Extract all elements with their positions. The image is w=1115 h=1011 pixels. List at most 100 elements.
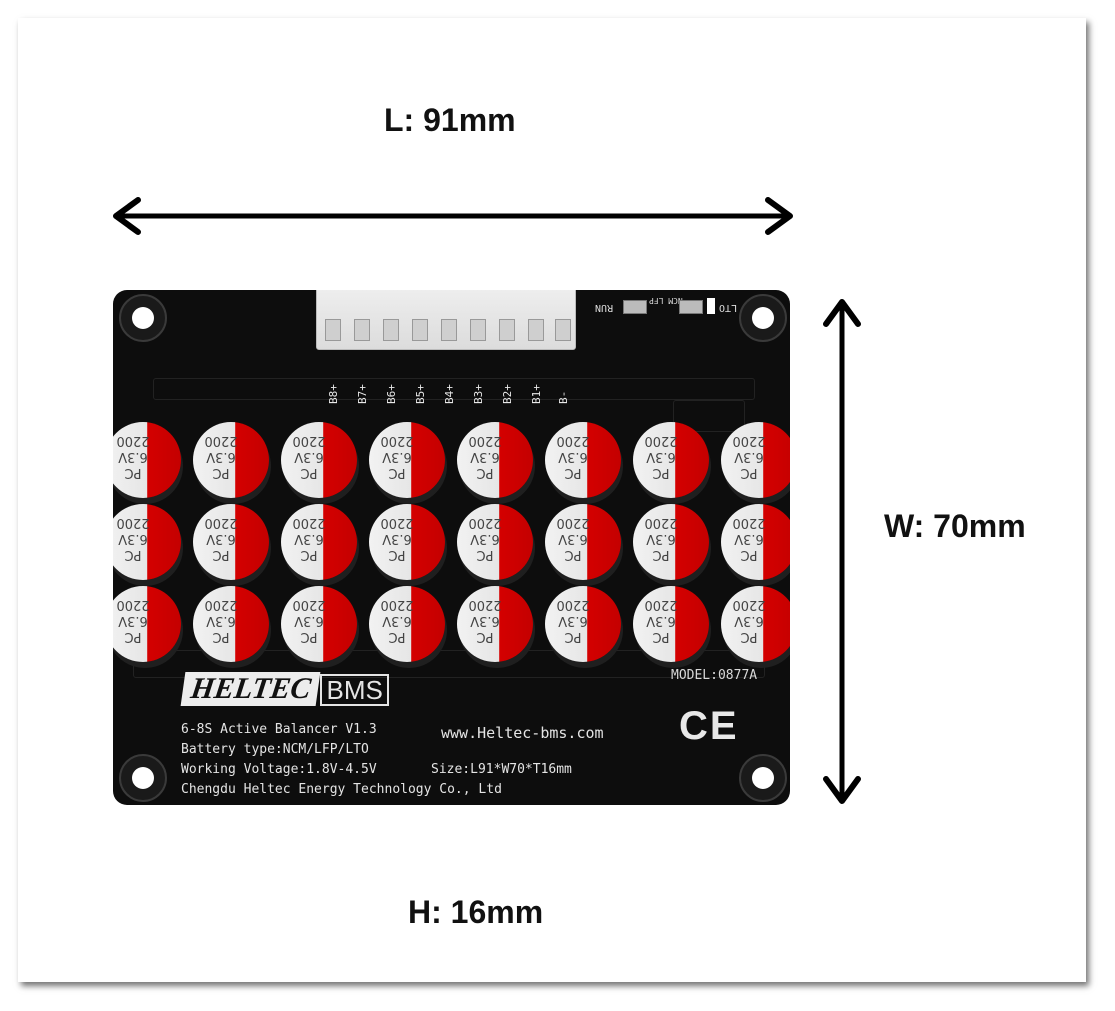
- capacitor-voltage: 6.3V: [206, 613, 236, 628]
- capacitor-capacitance: 2200: [116, 433, 150, 448]
- pin-label: B1+: [530, 384, 543, 404]
- capacitor-brand: PC: [124, 547, 142, 562]
- capacitor-voltage: 6.3V: [558, 449, 588, 464]
- capacitor-brand: PC: [124, 629, 142, 644]
- pin-label: B6+: [385, 384, 398, 404]
- capacitor-voltage: 6.3V: [734, 449, 764, 464]
- capacitor-capacitance: 2200: [116, 597, 150, 612]
- width-label: W: 70mm: [884, 508, 1026, 544]
- capacitor-brand: PC: [388, 547, 406, 562]
- capacitor-voltage: 6.3V: [382, 531, 412, 546]
- width-arrow: [823, 299, 861, 804]
- capacitor-voltage: 6.3V: [646, 531, 676, 546]
- balance-connector: [316, 290, 576, 350]
- model-number: MODEL:0877A: [671, 668, 758, 683]
- product-name: 6-8S Active Balancer V1.3: [181, 722, 377, 737]
- capacitor-brand: PC: [564, 629, 582, 644]
- connector-pin-labels: B8+ B7+ B6+ B5+ B4+ B3+ B2+ B1+ B-: [319, 370, 577, 410]
- pin-label: B3+: [472, 384, 485, 404]
- capacitor-voltage: 6.3V: [206, 449, 236, 464]
- capacitor-capacitance: 2200: [644, 597, 678, 612]
- capacitor-voltage: 6.3V: [558, 531, 588, 546]
- capacitor-brand: PC: [300, 465, 318, 480]
- ce-mark: CE: [679, 704, 739, 748]
- capacitor-brand: PC: [740, 547, 758, 562]
- capacitor-brand: PC: [300, 547, 318, 562]
- mounting-hole: [739, 294, 787, 342]
- capacitor-voltage: 6.3V: [558, 613, 588, 628]
- length-label: L: 91mm: [384, 102, 516, 138]
- capacitor-voltage: 6.3V: [470, 449, 500, 464]
- capacitor-capacitance: 2200: [204, 515, 238, 530]
- height-label: H: 16mm: [408, 894, 544, 930]
- pin-label: B5+: [414, 384, 427, 404]
- capacitor-voltage: 6.3V: [294, 531, 324, 546]
- capacitor-capacitance: 2200: [732, 433, 766, 448]
- capacitor-voltage: 6.3V: [118, 449, 148, 464]
- battery-type: Battery type:NCM/LFP/LTO: [181, 742, 369, 757]
- capacitor-brand: PC: [124, 465, 142, 480]
- capacitor-voltage: 6.3V: [646, 449, 676, 464]
- pin-label: B-: [557, 390, 570, 404]
- capacitor-brand: PC: [652, 547, 670, 562]
- capacitor-brand: PC: [652, 629, 670, 644]
- capacitor-brand: PC: [212, 465, 230, 480]
- capacitor-capacitance: 2200: [556, 433, 590, 448]
- capacitor-brand: PC: [476, 629, 494, 644]
- capacitor-voltage: 6.3V: [382, 449, 412, 464]
- logo-heltec: HELTEC: [180, 672, 321, 706]
- capacitor-voltage: 6.3V: [118, 613, 148, 628]
- mounting-hole: [739, 754, 787, 802]
- capacitor-brand: PC: [212, 629, 230, 644]
- capacitor-brand: PC: [476, 465, 494, 480]
- capacitor-voltage: 6.3V: [382, 613, 412, 628]
- capacitor-brand: PC: [740, 465, 758, 480]
- capacitor-voltage: 6.3V: [646, 613, 676, 628]
- website: www.Heltec-bms.com: [441, 724, 604, 742]
- pin-label: B7+: [356, 384, 369, 404]
- board-size: Size:L91*W70*T16mm: [431, 762, 572, 777]
- capacitor-capacitance: 2200: [732, 515, 766, 530]
- mounting-hole: [119, 754, 167, 802]
- capacitor-capacitance: 2200: [732, 597, 766, 612]
- pcb-board: B8+ B7+ B6+ B5+ B4+ B3+ B2+ B1+ B- RUN N…: [113, 290, 790, 805]
- capacitor-brand: PC: [212, 547, 230, 562]
- capacitor-brand: PC: [564, 547, 582, 562]
- capacitor-capacitance: 2200: [468, 433, 502, 448]
- capacitor-brand: PC: [300, 629, 318, 644]
- capacitor-capacitance: 2200: [644, 515, 678, 530]
- capacitor-capacitance: 2200: [204, 433, 238, 448]
- switch-label: RUN: [595, 302, 614, 313]
- capacitor-voltage: 6.3V: [734, 613, 764, 628]
- switch-label: LTO: [719, 302, 738, 313]
- pin-label: B2+: [501, 384, 514, 404]
- mode-switch: RUN NCM LFP LTO: [591, 294, 771, 324]
